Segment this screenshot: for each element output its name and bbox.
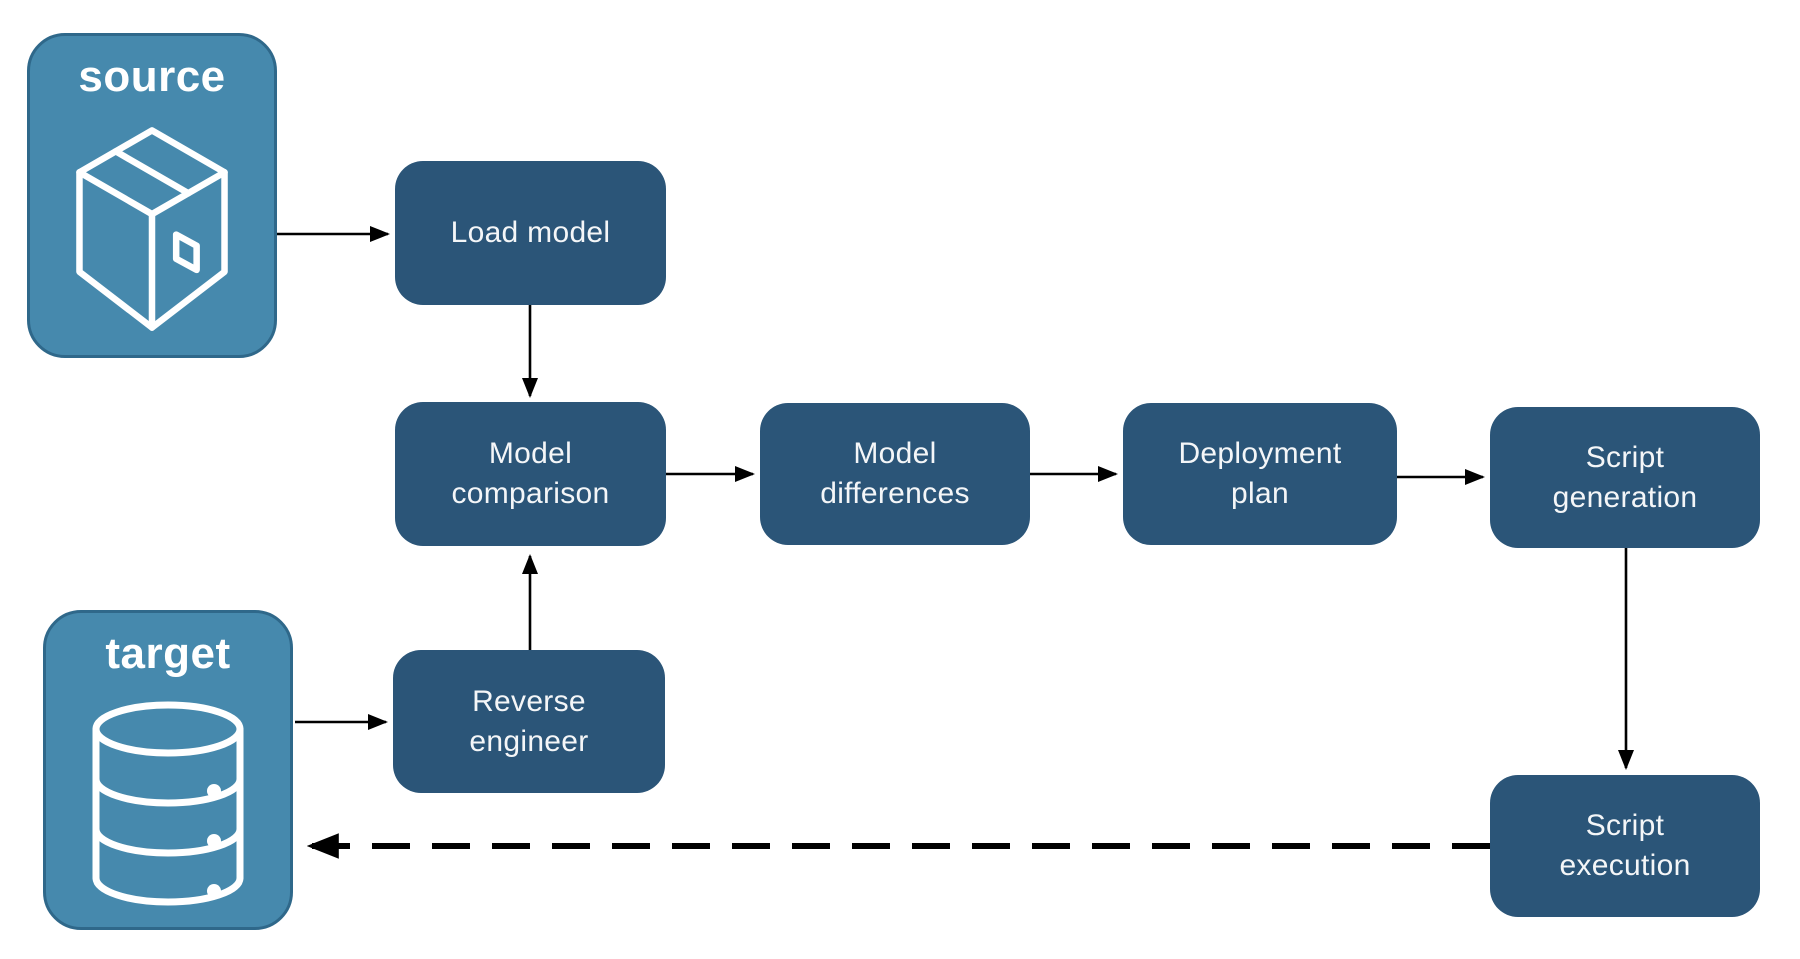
node-deployment-plan: Deployment plan [1123, 403, 1397, 545]
database-icon [46, 679, 290, 927]
source-label: source [78, 52, 226, 101]
node-model-comparison: Model comparison [395, 402, 666, 546]
node-script-execution-label: Script execution [1559, 809, 1691, 882]
node-script-execution: Script execution [1490, 775, 1760, 917]
node-model-differences: Model differences [760, 403, 1030, 545]
endpoint-source: source [27, 33, 277, 358]
package-icon [30, 102, 274, 355]
node-deployment-plan-label: Deployment plan [1178, 437, 1342, 510]
node-reverse-engineer: Reverse engineer [393, 650, 665, 793]
node-reverse-engineer-label: Reverse engineer [469, 684, 589, 758]
target-label: target [105, 629, 231, 678]
node-script-generation-label: Script generation [1552, 440, 1698, 514]
endpoint-target: target [43, 610, 293, 930]
node-model-differences-label: Model differences [820, 437, 970, 510]
node-model-comparison-label: Model comparison [451, 437, 610, 510]
node-load-model-label: Load model [450, 216, 611, 250]
node-load-model: Load model [395, 161, 666, 305]
node-script-generation: Script generation [1490, 407, 1760, 548]
